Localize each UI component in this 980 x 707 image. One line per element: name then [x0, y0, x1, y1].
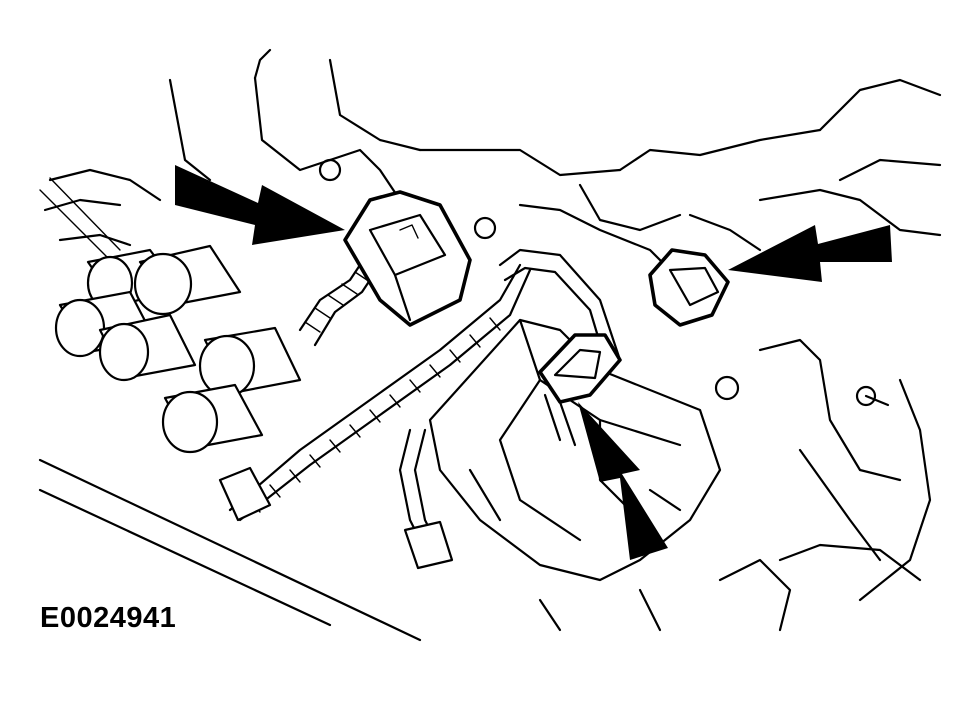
callout-arrow-right [728, 225, 892, 282]
connector-right [648, 248, 730, 327]
figure-code-label: E0024941 [40, 602, 177, 634]
connector-left [343, 190, 472, 327]
callout-arrow-center [578, 402, 668, 560]
engine-background-outlines [38, 48, 942, 642]
connector-center [538, 333, 622, 447]
ignition-coil-cans [54, 244, 302, 454]
callout-arrow-left [175, 165, 345, 245]
wiring-harness [218, 203, 682, 570]
